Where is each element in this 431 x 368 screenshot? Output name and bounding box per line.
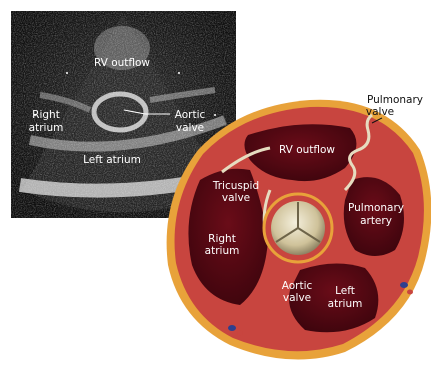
- echo-label-rv-outflow: RV outflow: [94, 57, 150, 69]
- label-left-atrium-line1: Left: [335, 285, 355, 297]
- label-pulmonary-valve-line2: valve: [366, 106, 394, 118]
- label-aortic-valve-line1: Aortic: [282, 280, 313, 292]
- label-tricuspid-valve-line2: valve: [222, 192, 250, 204]
- echo-label-aortic-valve-line1: Aortic: [175, 109, 206, 121]
- label-pulmonary-valve-line1: Pulmonary: [367, 94, 423, 106]
- echo-label-right-atrium-line1: Right: [32, 109, 60, 121]
- label-pulmonary-artery-line1: Pulmonary: [348, 202, 404, 214]
- echo-label-right-atrium-line2: atrium: [29, 122, 64, 134]
- label-rv-outflow: RV outflow: [279, 144, 335, 156]
- echo-label-left-atrium: Left atrium: [83, 154, 141, 166]
- label-tricuspid-valve-line1: Tricuspid: [212, 180, 259, 192]
- label-pulmonary-artery-line2: artery: [360, 215, 392, 227]
- label-right-atrium-line2: atrium: [205, 245, 240, 257]
- echo-label-aortic-valve-line2: valve: [176, 122, 204, 134]
- label-left-atrium-line2: atrium: [328, 298, 363, 310]
- label-right-atrium-line1: Right: [208, 233, 236, 245]
- label-aortic-valve-line2: valve: [283, 292, 311, 304]
